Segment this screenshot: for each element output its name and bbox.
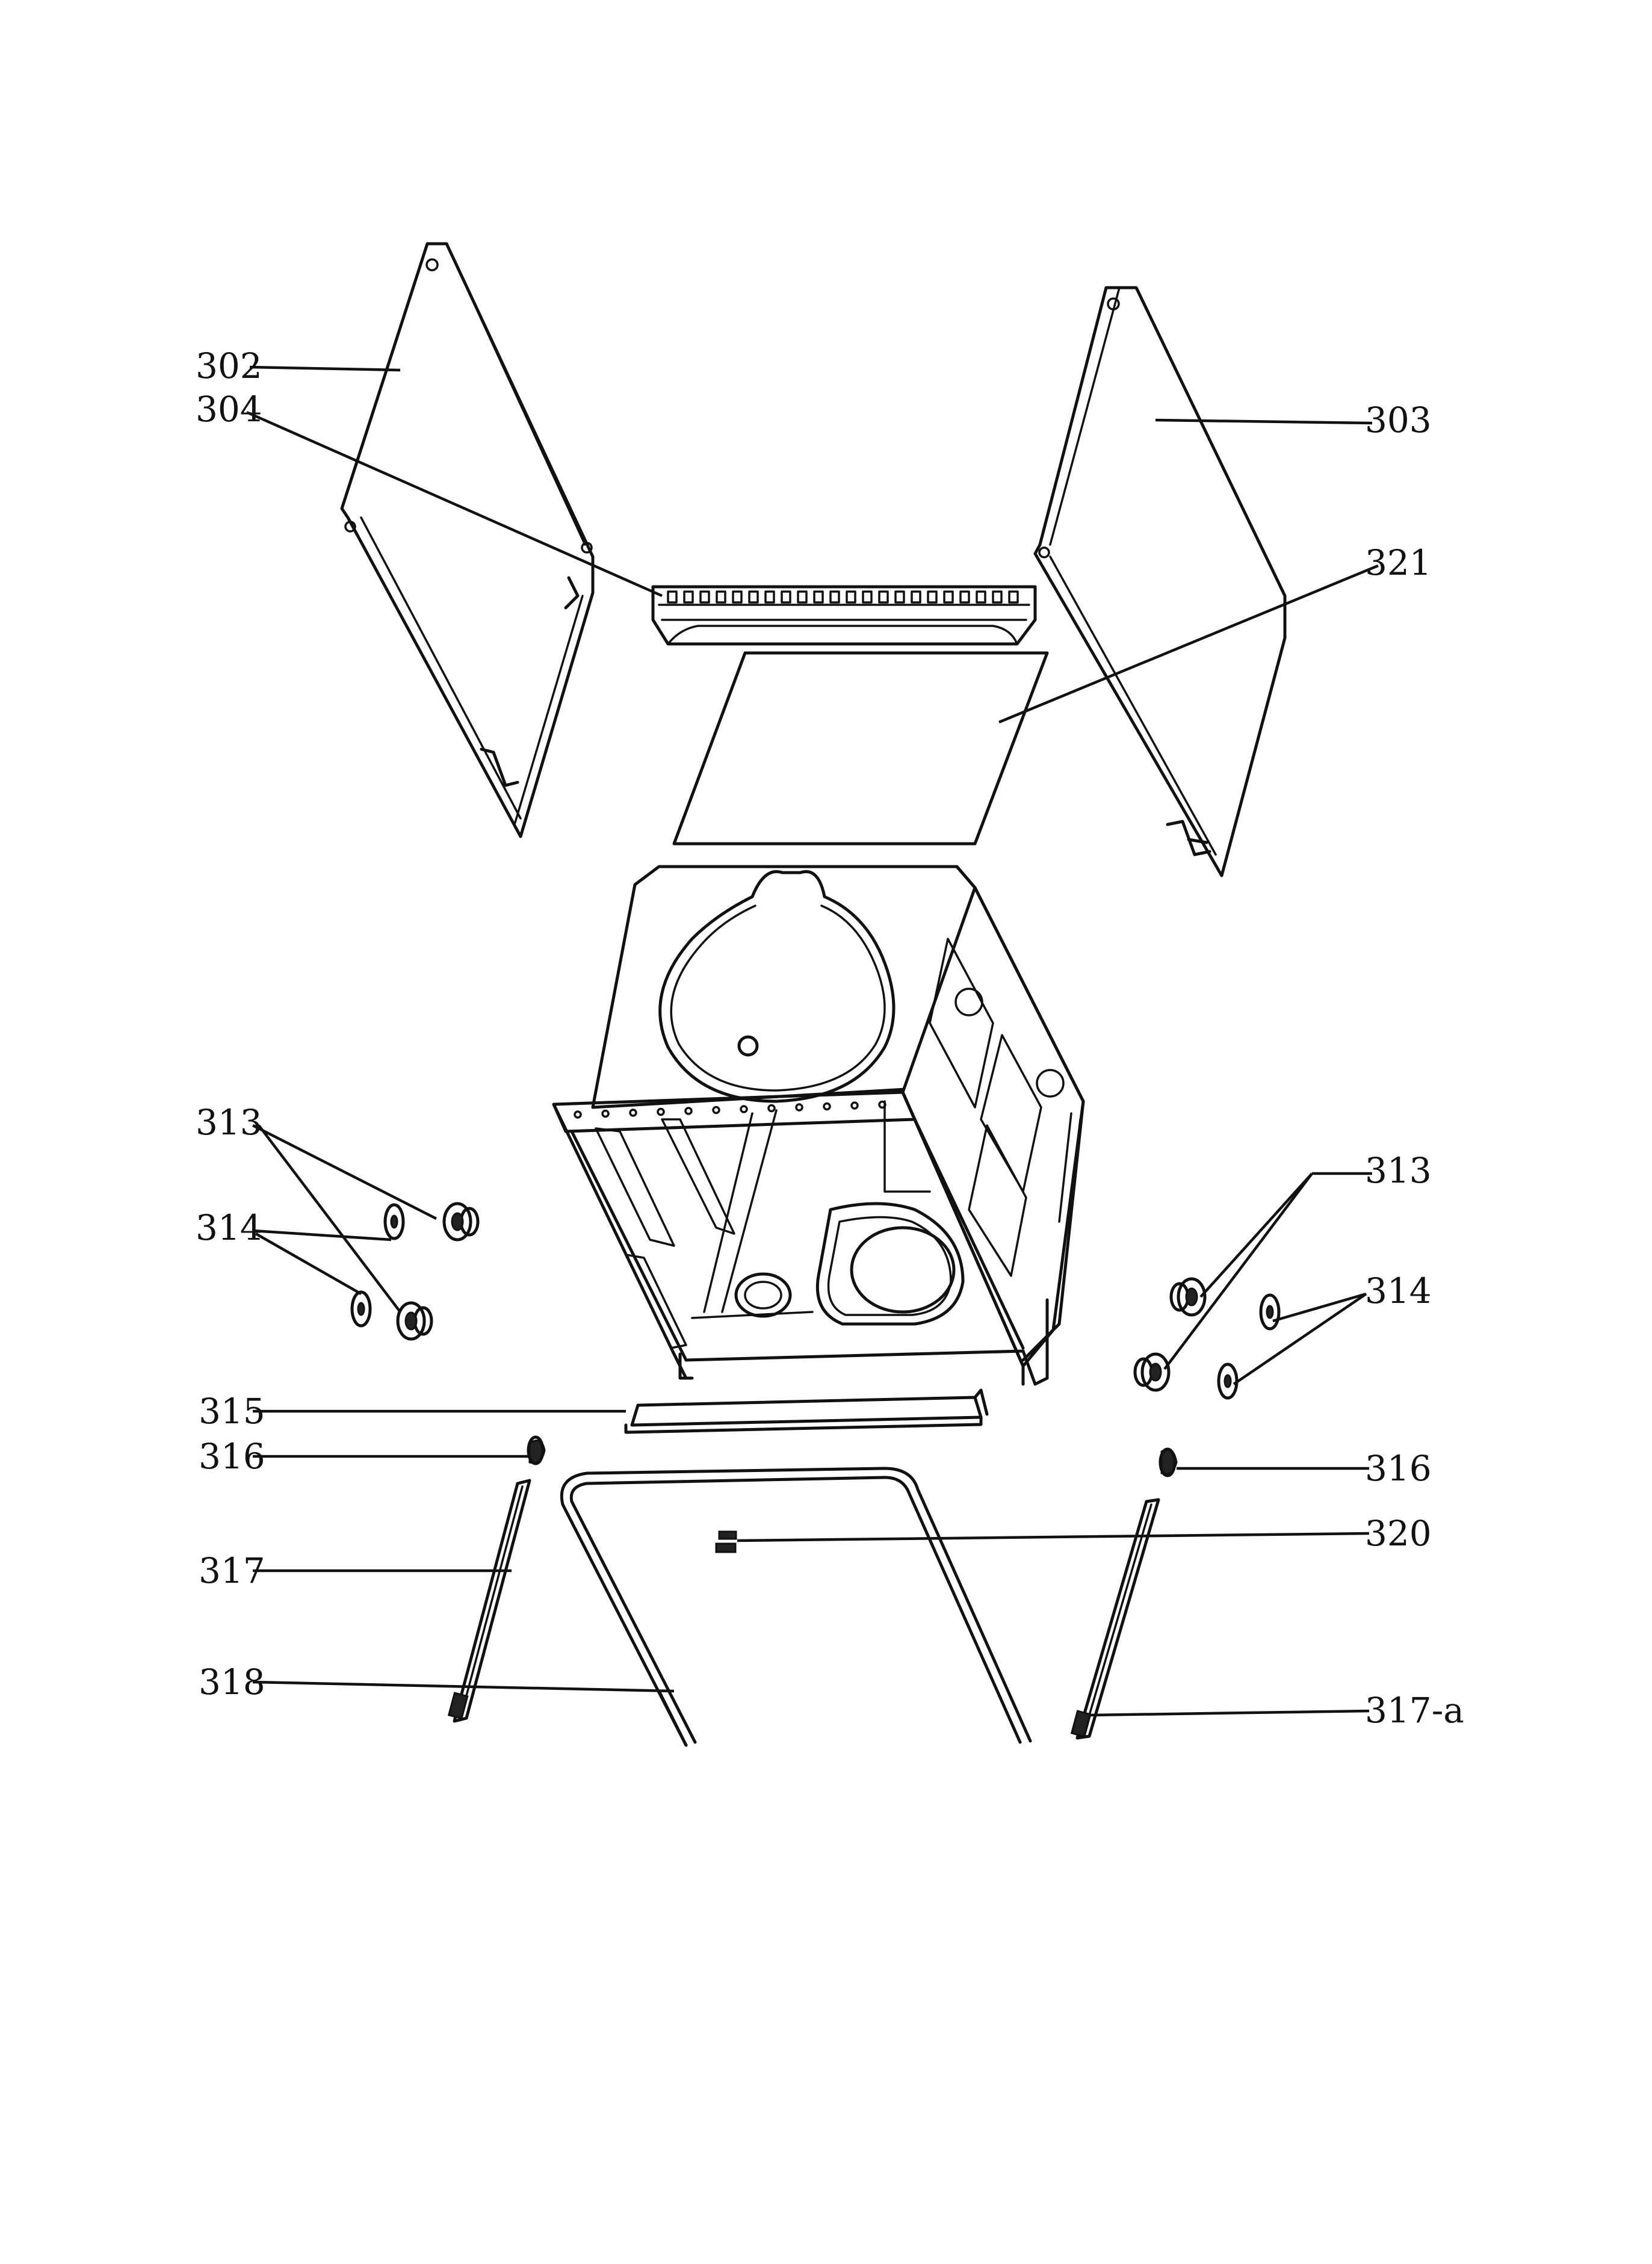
left-side-panel [340,242,595,838]
frame-hole [684,1107,693,1115]
brace-slot [1008,590,1019,604]
callout-317: 317 [199,1550,265,1591]
callout-313-right: 313 [1365,1150,1432,1191]
brace-slot [813,590,824,604]
brace-slot [797,590,808,604]
frame-hole [767,1104,776,1113]
callout-303: 303 [1365,400,1432,441]
left-vertical-strip [447,1479,531,1723]
frame-hole [823,1102,831,1111]
callout-317-a: 317-a [1365,1690,1464,1731]
right-vertical-strip [1070,1498,1160,1740]
frame-hole [878,1100,886,1109]
frame-hole [601,1109,610,1118]
brace-slot [748,590,759,604]
right-small-clip [1159,1447,1178,1477]
top-insulation-sheet [672,651,1049,846]
callout-315: 315 [199,1391,265,1432]
door-gasket [560,1467,1032,1747]
brace-slot [781,590,791,604]
frame-hole [712,1106,720,1115]
callout-318: 318 [199,1662,265,1703]
right-hinge-washer-upper [1259,1293,1281,1331]
brace-slot [911,590,921,604]
left-small-clip [527,1435,546,1465]
brace-slot [699,590,710,604]
frame-hole [740,1105,748,1113]
callout-316-left: 316 [199,1436,265,1477]
frame-hole [795,1103,803,1112]
frame-hole [629,1109,637,1117]
brace-slot [683,590,694,604]
brace-slot [716,590,726,604]
callout-321: 321 [1365,542,1432,583]
right-hinge-bushing-upper [1169,1277,1207,1317]
brace-slot [764,590,775,604]
brace-slot [732,590,743,604]
tub-assembly [552,865,1085,1386]
callout-320: 320 [1365,1513,1432,1554]
frame-hole [657,1107,665,1116]
brace-slot [862,590,873,604]
callout-316-right: 316 [1365,1448,1432,1489]
small-connector [715,1530,737,1553]
callout-313-left: 313 [196,1102,262,1143]
top-brace-slots [667,590,1019,604]
brace-slot [976,590,986,604]
left-hinge-bushing-upper [442,1202,480,1242]
brace-slot [894,590,905,604]
frame-hole [574,1110,582,1119]
tub-frame-holes [574,1100,886,1119]
frame-hole [850,1101,859,1110]
left-hinge-washer-upper [383,1203,405,1240]
bottom-front-rail [624,1388,989,1434]
right-hinge-washer-lower [1217,1362,1239,1400]
callout-314-right: 314 [1365,1270,1432,1311]
brace-slot [992,590,1003,604]
brace-slot [927,590,938,604]
right-hinge-bushing-lower [1133,1352,1171,1392]
brace-slot [846,590,856,604]
brace-slot [829,590,840,604]
brace-slot [667,590,678,604]
brace-slot [878,590,889,604]
callout-302: 302 [196,345,262,386]
callout-304: 304 [196,389,262,430]
brace-slot [959,590,970,604]
callout-314-left: 314 [196,1207,262,1248]
leader-lines [246,365,1379,1717]
right-side-panel [1033,286,1287,877]
left-hinge-bushing-lower [396,1301,433,1341]
left-hinge-washer-lower [350,1290,372,1328]
brace-slot [943,590,954,604]
